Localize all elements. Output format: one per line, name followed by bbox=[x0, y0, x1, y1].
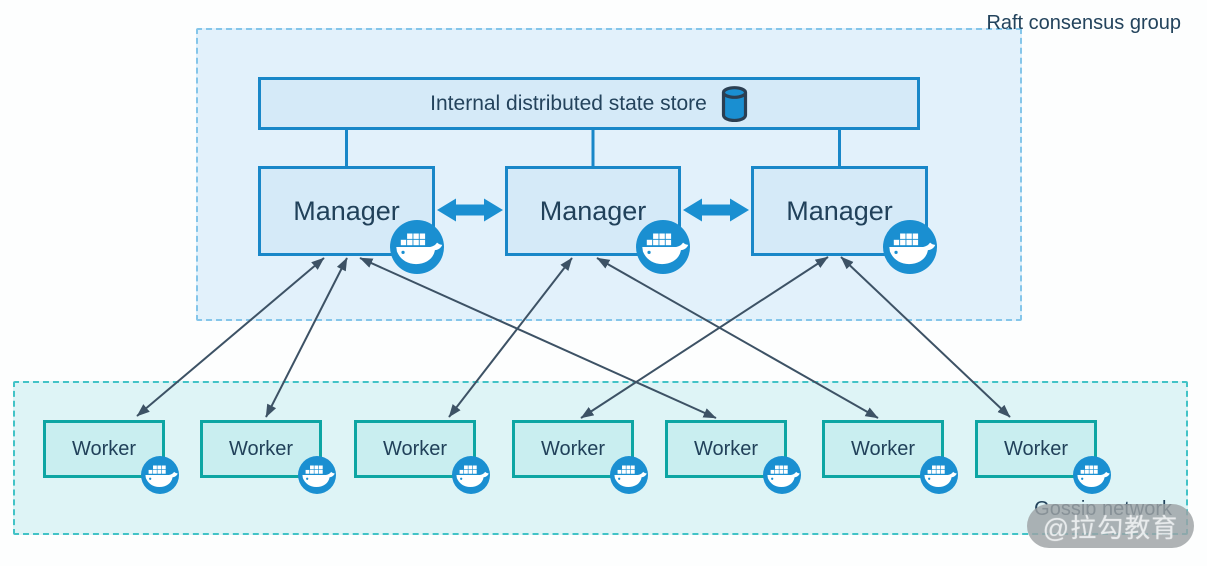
worker-label: Worker bbox=[540, 437, 606, 460]
manager-label: Manager bbox=[786, 195, 893, 226]
watermark-pill: @拉勾教育 bbox=[1027, 504, 1194, 548]
manager-node-1: Manager bbox=[258, 166, 435, 256]
manager-node-2: Manager bbox=[505, 166, 681, 256]
worker-node-2: Worker bbox=[200, 420, 322, 478]
worker-node-6: Worker bbox=[822, 420, 944, 478]
manager-label: Manager bbox=[293, 195, 400, 226]
docker-whale-icon bbox=[610, 456, 648, 494]
raft-group-label: Raft consensus group bbox=[986, 12, 1181, 34]
docker-whale-icon bbox=[298, 456, 336, 494]
docker-whale-icon bbox=[763, 456, 801, 494]
worker-node-1: Worker bbox=[43, 420, 165, 478]
worker-node-3: Worker bbox=[354, 420, 476, 478]
worker-node-7: Worker bbox=[975, 420, 1097, 478]
worker-label: Worker bbox=[71, 437, 137, 460]
docker-whale-icon bbox=[390, 220, 444, 274]
docker-whale-icon bbox=[920, 456, 958, 494]
docker-whale-icon bbox=[141, 456, 179, 494]
docker-whale-icon bbox=[636, 220, 690, 274]
worker-label: Worker bbox=[228, 437, 294, 460]
docker-whale-icon bbox=[452, 456, 490, 494]
manager-node-3: Manager bbox=[751, 166, 928, 256]
state-store-box: Internal distributed state store bbox=[258, 77, 920, 130]
manager-label: Manager bbox=[539, 195, 647, 226]
database-cylinder-icon bbox=[721, 85, 748, 122]
watermark-text: @拉勾教育 bbox=[1042, 512, 1179, 543]
worker-label: Worker bbox=[850, 437, 916, 460]
state-store-label: Internal distributed state store bbox=[430, 91, 707, 115]
docker-whale-icon bbox=[1073, 456, 1111, 494]
worker-label: Worker bbox=[1003, 437, 1069, 460]
worker-label: Worker bbox=[693, 437, 759, 460]
docker-whale-icon bbox=[883, 220, 937, 274]
worker-node-4: Worker bbox=[512, 420, 634, 478]
worker-label: Worker bbox=[382, 437, 448, 460]
worker-node-5: Worker bbox=[665, 420, 787, 478]
